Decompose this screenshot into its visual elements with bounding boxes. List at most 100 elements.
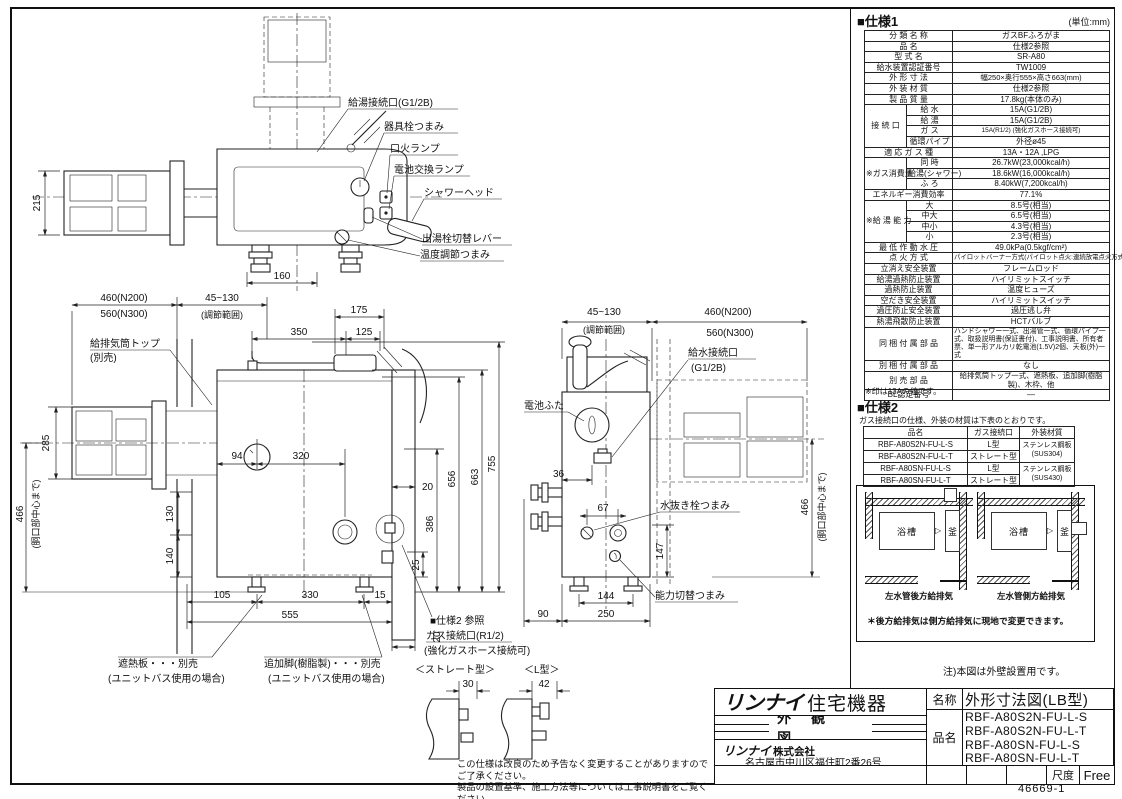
spec1-row-value: 77.1% (952, 188, 1110, 201)
wall-top (865, 498, 973, 506)
pointer-icon: ▷ (1047, 526, 1054, 535)
spec1-row-label: エネルギー消費効率 (863, 188, 954, 201)
spec2-gas: L型 (967, 462, 1020, 475)
spec1-row-label: 最 低 作 動 水 圧 (863, 241, 954, 254)
dim-144: 144 (598, 591, 615, 602)
product-model: RBF-A80S2N-FU-L-S (965, 710, 1088, 724)
view-row: 外 観 図 (715, 716, 927, 740)
wall-right (1071, 492, 1079, 590)
empty-cell (927, 766, 967, 784)
rear-exhaust-stub (944, 488, 957, 502)
double-rule-left (715, 723, 770, 732)
spec2-model: RBF-A80SN-FU-L-S (863, 462, 968, 475)
bathtub: 浴槽 (879, 512, 935, 550)
front-view-notes: 遮熱板・・・別売 (ユニットバス使用の場合) 追加脚(樹脂製)・・・別売 (ユニ… (108, 544, 530, 685)
spec2-model: RBF-A80SN-FU-L-T (863, 474, 968, 487)
straight-type-label: ＜ストレート型＞ (415, 663, 495, 676)
extra-legs-label2: (ユニットバス使用の場合) (268, 672, 385, 685)
company-address: 名古屋市中川区福住町2番26号 (745, 758, 882, 766)
dim-adjust-range-side: (調節範囲) (583, 324, 625, 335)
installation-diagram-rear: 浴槽 ▷ 釜 (865, 488, 973, 590)
spec1-row-value: 13A・12A ,LPG (952, 146, 1110, 159)
wall-bottom-line (940, 580, 967, 582)
spec1-row-label: 外 装 材 質 (863, 82, 954, 95)
spec1-row-label: 型 式 名 (863, 51, 954, 63)
battery-cover-label: 電池ふた (524, 399, 564, 412)
spec1-sub-label: 給 湯 (905, 114, 954, 127)
spec1-row-label: 過圧防止安全装置 (863, 305, 954, 318)
temp-knob-label: 温度調節つまみ (420, 248, 490, 261)
dim-466-side-caption: (胴口部中心まで) (816, 473, 827, 542)
dimension-drawing: 215 160 給湯接続口(G1/2B) 器具栓つまみ 口火ランプ 電池交換ラン… (15, 13, 827, 760)
outer-wall-note: 注)本図は外壁設置用です。 (943, 667, 1066, 678)
title-block-bottom-row: 尺度 Free (715, 766, 1114, 784)
caption-side-exhaust: 左水管側方給排気 (996, 591, 1065, 601)
spec1-sub-value: 外径ø45 (952, 135, 1110, 148)
name-label: 名称 (927, 689, 963, 710)
spec1-row-label: 分 類 名 称 (863, 30, 954, 42)
drain-knob-label: 水抜き栓つまみ (660, 499, 730, 512)
kettle: 釜 (1057, 510, 1072, 552)
empty-cell (1007, 766, 1047, 784)
dim-36: 36 (553, 469, 565, 480)
spec2-material: ステンレス鋼板 (SUS304) (1019, 438, 1075, 463)
pilot-lamp-label: 口火ランプ (390, 143, 440, 155)
dim-25: 25 (411, 559, 422, 571)
dim-147: 147 (655, 542, 666, 559)
dim-140: 140 (165, 547, 176, 564)
spec1-row-value: 17.8kg(本体のみ) (952, 93, 1110, 106)
pipe-stub (338, 244, 363, 273)
spec1-row-value: ハイリミットスイッチ (952, 294, 1110, 307)
wall-left (977, 492, 985, 540)
rinnai-logo: リンナイ (723, 692, 804, 715)
spec1-row-label: 適 応 ガ ス 種 (863, 146, 954, 159)
document-number: 46669-1 (1018, 783, 1066, 795)
capacity-knob-label: 能力切替つまみ (655, 589, 725, 602)
dim-460: 460(N200) (100, 293, 147, 304)
dim-560-side: 560(N300) (706, 328, 753, 339)
spec1-row-label: 別 売 部 品 (863, 371, 954, 391)
hot-water-connection-label: 給湯接続口(G1/2B) (348, 96, 433, 109)
top-view-labels: 給湯接続口(G1/2B) 器具栓つまみ 口火ランプ 電池交換ランプ シャワーヘッ… (316, 96, 512, 262)
installation-note: ＊後方給排気は側方給排気に現地で変更できます。 (867, 616, 1069, 626)
wall-bottom (865, 576, 918, 584)
gas-ref-label: ■仕様2 参照 (430, 614, 484, 627)
spec2-description: ガス接続口の仕様、外装の材質は下表のとおりです。 (859, 416, 1051, 425)
spec1-group-label: ※給 湯 能 力 (864, 199, 911, 243)
spec1-sub-label: ガ ス (905, 125, 954, 137)
spec1-sub-value: 15A(R1/2) (強化ガスホース接続可) (952, 125, 1110, 137)
dim-105: 105 (214, 590, 231, 601)
front-view: 460(N200) 560(N300) 45~130 (調節範囲) 175 35… (15, 293, 530, 685)
spec2-material: ステンレス鋼板 (SUS430) (1019, 462, 1075, 487)
spec2-gas: ストレート型 (967, 450, 1020, 463)
spec1-row-label: BL認定番号 (863, 389, 954, 401)
spec1-sub-label: 中大 (905, 210, 954, 222)
spec1-title: ■仕様1 (857, 14, 899, 29)
dim-656: 656 (447, 470, 458, 487)
dim-160: 160 (274, 271, 291, 282)
unit-note: (単位:mm) (1068, 17, 1111, 27)
spec1-row-value: 過圧逃し弁 (952, 305, 1110, 318)
scale-label: 尺度 (1047, 766, 1080, 784)
spec1-row-label: 空だき安全装置 (863, 294, 954, 307)
water-connection-label2: (G1/2B) (691, 363, 726, 374)
extra-legs-label: 追加脚(樹脂製)・・・別売 (264, 657, 381, 670)
dim-42: 42 (538, 679, 550, 690)
installation-diagram-box: 浴槽 ▷ 釜 浴槽 ▷ 釜 左水管後方給排気 左水管側方給排気 ＊後方給排気は側… (856, 485, 1095, 642)
spec1-sub-label: ふ ろ (905, 178, 954, 190)
gas-conn-label: ガス接続口(R1/2) (426, 629, 504, 642)
dim-555: 555 (282, 610, 299, 621)
caption-rear-exhaust: 左水管後方給排気 (884, 591, 953, 601)
dim-663: 663 (470, 468, 481, 485)
product-label: 品名 (927, 710, 963, 766)
empty-cell (715, 766, 927, 784)
dim-67: 67 (597, 503, 609, 514)
heat-shield-label2: (ユニットバス使用の場合) (108, 672, 225, 685)
spec1-row-value: フレームロッド (952, 263, 1110, 275)
drawing-name: 外形寸法図(LB型) (963, 689, 1114, 710)
spec1-row-value: ハイリミットスイッチ (952, 273, 1110, 286)
installation-diagram-side: 浴槽 ▷ 釜 (977, 492, 1087, 590)
spec1-sub-label: 給湯(シャワー) (905, 167, 962, 180)
dim-330: 330 (302, 590, 319, 601)
